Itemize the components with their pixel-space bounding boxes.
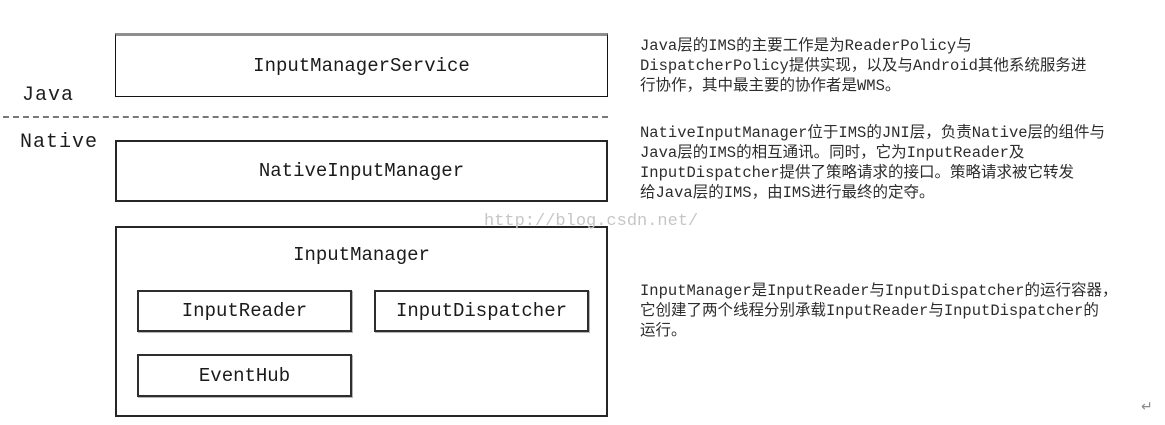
layer-label-java: Java (22, 84, 75, 107)
annotation-line: 行协作，其中最主要的协作者是WMS。 (640, 77, 901, 95)
box-input-manager-service: InputManagerService (115, 33, 608, 97)
annotation-line: 运行。 (640, 322, 687, 340)
annotation-line: Java层的IMS的主要工作是为ReaderPolicy与 (640, 37, 972, 55)
annotation-native-input-manager-paragraph: NativeInputManager位于IMS的JNI层，负责Native层的组… (640, 123, 1105, 203)
box-input-reader: InputReader (137, 290, 352, 332)
annotation-line: InputDispatcher提供了策略请求的接口。策略请求被它转发 (640, 164, 1075, 182)
box-input-dispatcher: InputDispatcher (374, 290, 589, 332)
box-event-hub: EventHub (137, 354, 352, 397)
annotation-input-manager-paragraph: InputManager是InputReader与InputDispatcher… (640, 281, 1117, 341)
box-native-input-manager: NativeInputManager (115, 140, 608, 202)
watermark-blog-url: http://blog.csdn.net/ (484, 212, 699, 231)
box-native-input-manager-label: NativeInputManager (258, 160, 465, 182)
box-input-dispatcher-label: InputDispatcher (395, 300, 568, 322)
layer-label-native: Native (20, 131, 99, 154)
box-event-hub-label: EventHub (198, 364, 291, 387)
annotation-line: NativeInputManager位于IMS的JNI层，负责Native层的组… (640, 124, 1106, 142)
box-input-reader-label: InputReader (181, 300, 308, 322)
paragraph-return-icon: ↵ (1141, 399, 1153, 415)
annotation-line: 给Java层的IMS，由IMS进行最终的定夺。 (640, 184, 935, 202)
java-native-divider-line (3, 116, 608, 118)
annotation-line: Java层的IMS的相互通讯。同时，它为InputReader及 (640, 144, 1025, 162)
box-input-manager-label: InputManager (293, 244, 430, 266)
annotation-line: InputManager是InputReader与InputDispatcher… (640, 282, 1118, 300)
annotation-line: 它创建了两个线程分别承载InputReader与InputDispatcher的 (640, 302, 1099, 320)
box-input-manager-service-label: InputManagerService (253, 55, 470, 77)
annotation-ims-paragraph: Java层的IMS的主要工作是为ReaderPolicy与 Dispatcher… (640, 36, 1086, 96)
annotation-line: DispatcherPolicy提供实现，以及与Android其他系统服务进 (640, 57, 1087, 75)
